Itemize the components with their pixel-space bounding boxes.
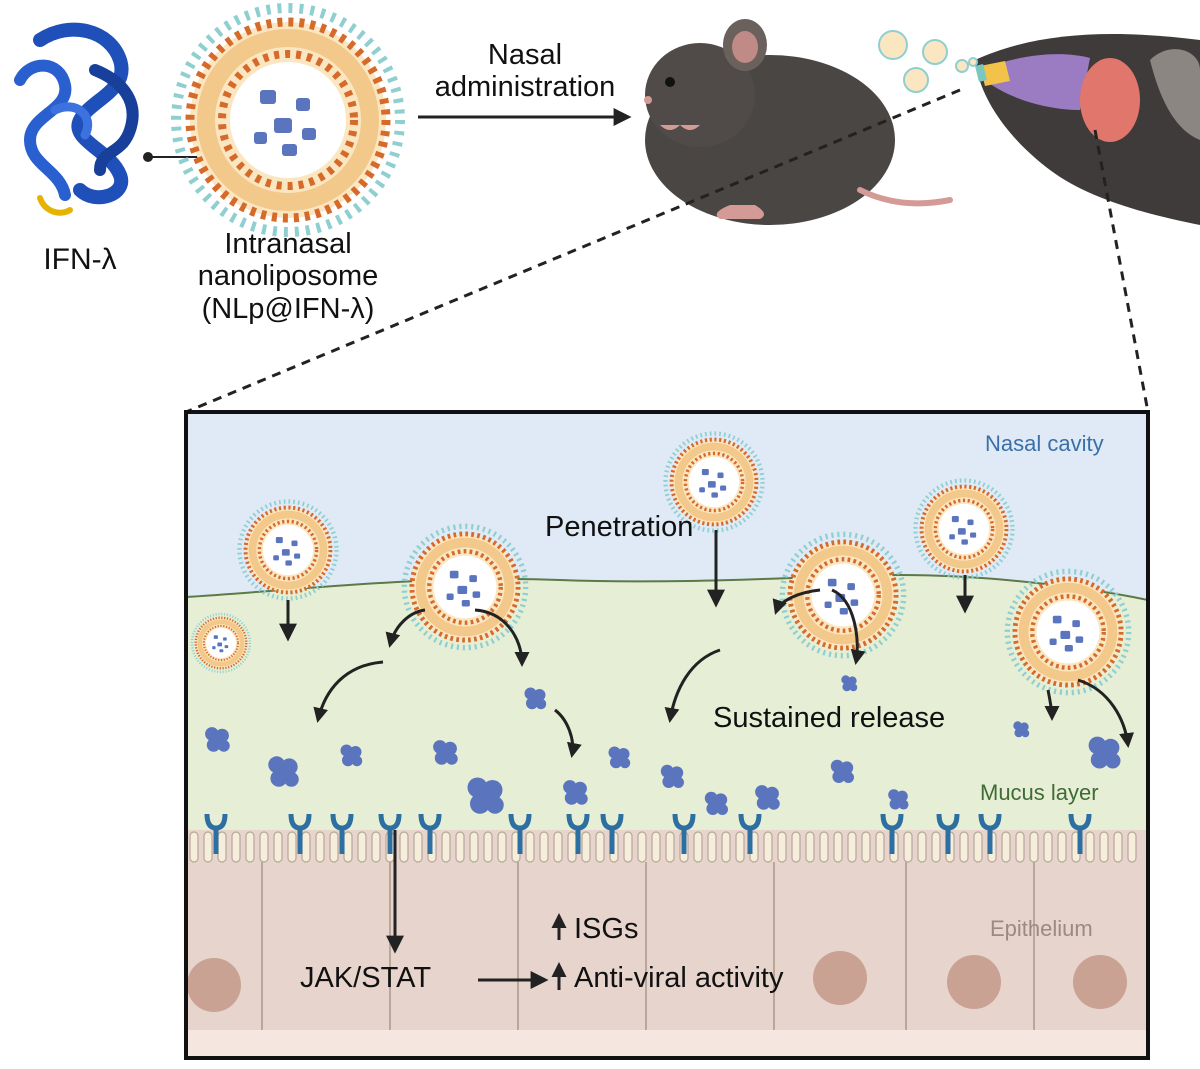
ifn-lambda-protein-structure (14, 22, 139, 216)
nasal-cross-section (878, 30, 1200, 225)
nasal-administration-line2: administration (434, 70, 616, 103)
sustained-release-label: Sustained release (713, 702, 946, 734)
nanoliposome-label-line1: Intranasal (224, 228, 352, 260)
isgs-label: ISGs (574, 913, 639, 945)
cell-nuclei (187, 951, 1127, 1012)
zoom-panel-border (184, 410, 1150, 1060)
nasal-administration-line1: Nasal (487, 39, 563, 71)
nanoliposome-label-line2: nanoliposome (197, 260, 379, 293)
penetration-label: Penetration (545, 511, 694, 543)
nanoliposome-large (176, 8, 400, 232)
antiviral-activity-label: Anti-viral activity (574, 962, 784, 994)
epithelium-label: Epithelium (990, 916, 1093, 941)
nanoliposome-label: Intranasal nanoliposome (NLp@IFN-λ) (168, 228, 408, 325)
mucus-layer-label: Mucus layer (980, 780, 1099, 805)
epithelial-cells (261, 862, 1035, 1030)
mouse-illustration (644, 19, 953, 225)
nasal-cavity-label: Nasal cavity (985, 431, 1104, 456)
nanoliposome-label-line3: (NLp@IFN-λ) (201, 292, 375, 325)
jak-stat-label: JAK/STAT (300, 962, 432, 994)
flow-arrows (279, 530, 1135, 990)
ifn-lambda-label: IFN-λ (43, 243, 117, 276)
nasal-administration-label: Nasal administration (420, 39, 630, 104)
microvilli (189, 831, 1137, 863)
zoom-lines (185, 88, 1150, 414)
zoom-panel (186, 412, 1148, 1058)
